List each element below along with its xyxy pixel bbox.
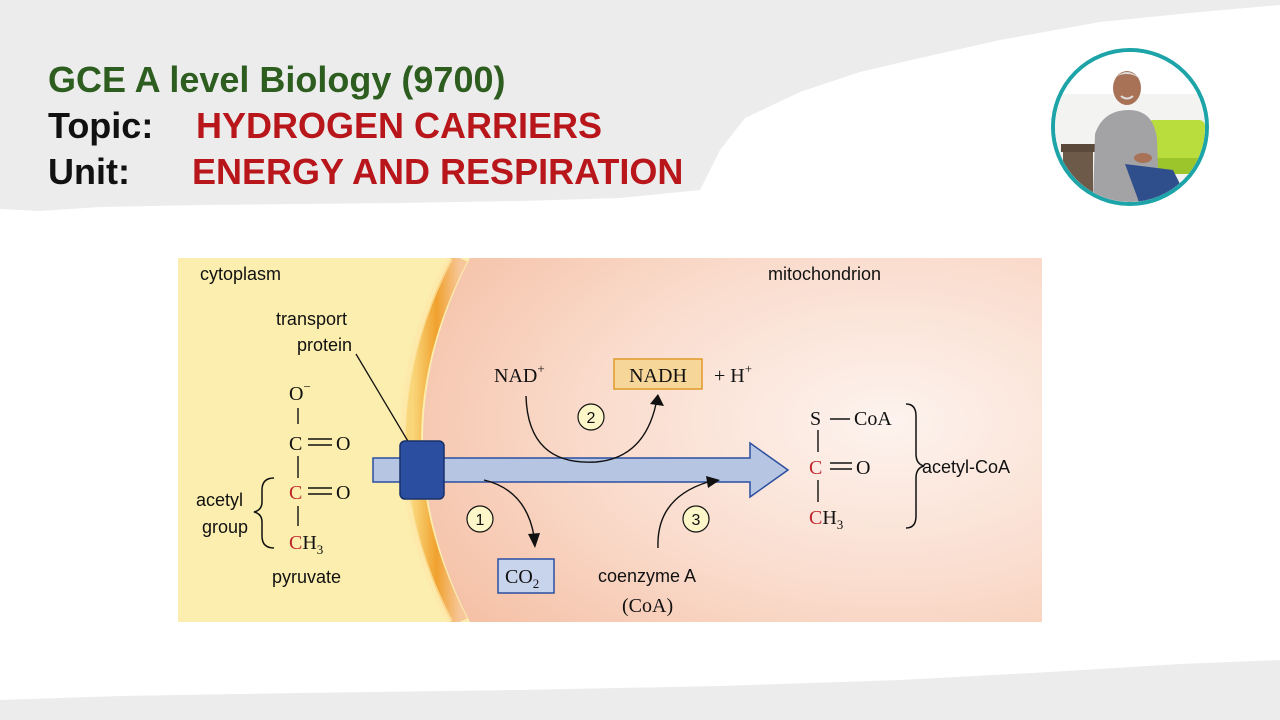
nadh-label: NADH — [629, 365, 687, 387]
presenter-photo-icon — [1055, 52, 1205, 202]
transport-protein-pointer — [355, 353, 413, 449]
pyruvate-c1: C — [289, 433, 302, 455]
transport-protein — [399, 440, 445, 500]
unit-line: Unit: ENERGY AND RESPIRATION — [48, 150, 683, 194]
acetyl-coa-ch3: CH3 — [809, 507, 843, 532]
step-1-label: 1 — [476, 512, 485, 529]
coenzyme-a-label: coenzyme A — [598, 566, 696, 586]
cytoplasm-label: cytoplasm — [200, 264, 281, 284]
pyruvate-ch3: CH3 — [289, 532, 323, 557]
step-2-label: 2 — [587, 410, 596, 427]
acetyl-coa-structure: S CoA C O CH3 — [809, 408, 892, 532]
acetyl-coa-coa: CoA — [854, 408, 892, 430]
pyruvate-o-minus: O− — [289, 379, 311, 405]
acetyl-coa-s: S — [810, 408, 821, 430]
topic-line: Topic: HYDROGEN CARRIERS — [48, 104, 602, 148]
co2-box — [497, 558, 555, 594]
step-1-marker — [466, 505, 494, 533]
step-3-marker — [682, 505, 710, 533]
transport-protein-label: transport protein — [276, 309, 352, 355]
co2-label: CO2 — [505, 566, 539, 591]
unit-label: Unit: — [48, 151, 130, 192]
bottom-paper-strip — [0, 660, 1280, 720]
acetyl-coa-label: acetyl-CoA — [922, 457, 1010, 477]
mitochondrion-label: mitochondrion — [768, 264, 881, 284]
mitochondrion-region — [423, 258, 1042, 622]
course-title: GCE A level Biology (9700) — [48, 59, 506, 100]
transport-protein-line2: protein — [297, 335, 352, 355]
step-3-label: 3 — [692, 512, 701, 529]
top-paper-strip — [0, 0, 1280, 211]
transport-protein-line1: transport — [276, 309, 347, 329]
coa-abbrev-label: (CoA) — [622, 595, 673, 617]
pyruvate-o1: O — [336, 433, 350, 455]
pyruvate-o2: O — [336, 482, 350, 504]
unit-value: ENERGY AND RESPIRATION — [192, 151, 684, 192]
topic-value: HYDROGEN CARRIERS — [196, 105, 603, 146]
nad-plus-label: NAD+ — [494, 361, 545, 387]
acetyl-group-brace — [253, 477, 275, 549]
pyruvate-oxidation-diagram: cytoplasm mitochondrion transport protei… — [178, 258, 1042, 622]
acetyl-coa-o: O — [856, 457, 870, 479]
acetyl-coa-c: C — [809, 457, 822, 479]
pyruvate-structure: O− C O C O CH3 — [289, 379, 350, 557]
pyruvate-c2: C — [289, 482, 302, 504]
acetyl-group-label: acetyl group — [196, 490, 248, 537]
mitochondrial-membrane — [405, 258, 468, 622]
topic-label: Topic: — [48, 105, 154, 146]
pyruvate-label: pyruvate — [272, 567, 341, 587]
nadh-box — [613, 358, 703, 390]
step-2-marker — [577, 403, 605, 431]
coenzyme-a-arrow — [657, 481, 709, 549]
acetyl-coa-brace — [905, 403, 925, 529]
plus-h-label: + H+ — [714, 361, 752, 387]
co2-release-arrow — [483, 479, 535, 537]
presenter-avatar — [1051, 48, 1209, 206]
nad-reduction-arrow — [525, 395, 657, 463]
